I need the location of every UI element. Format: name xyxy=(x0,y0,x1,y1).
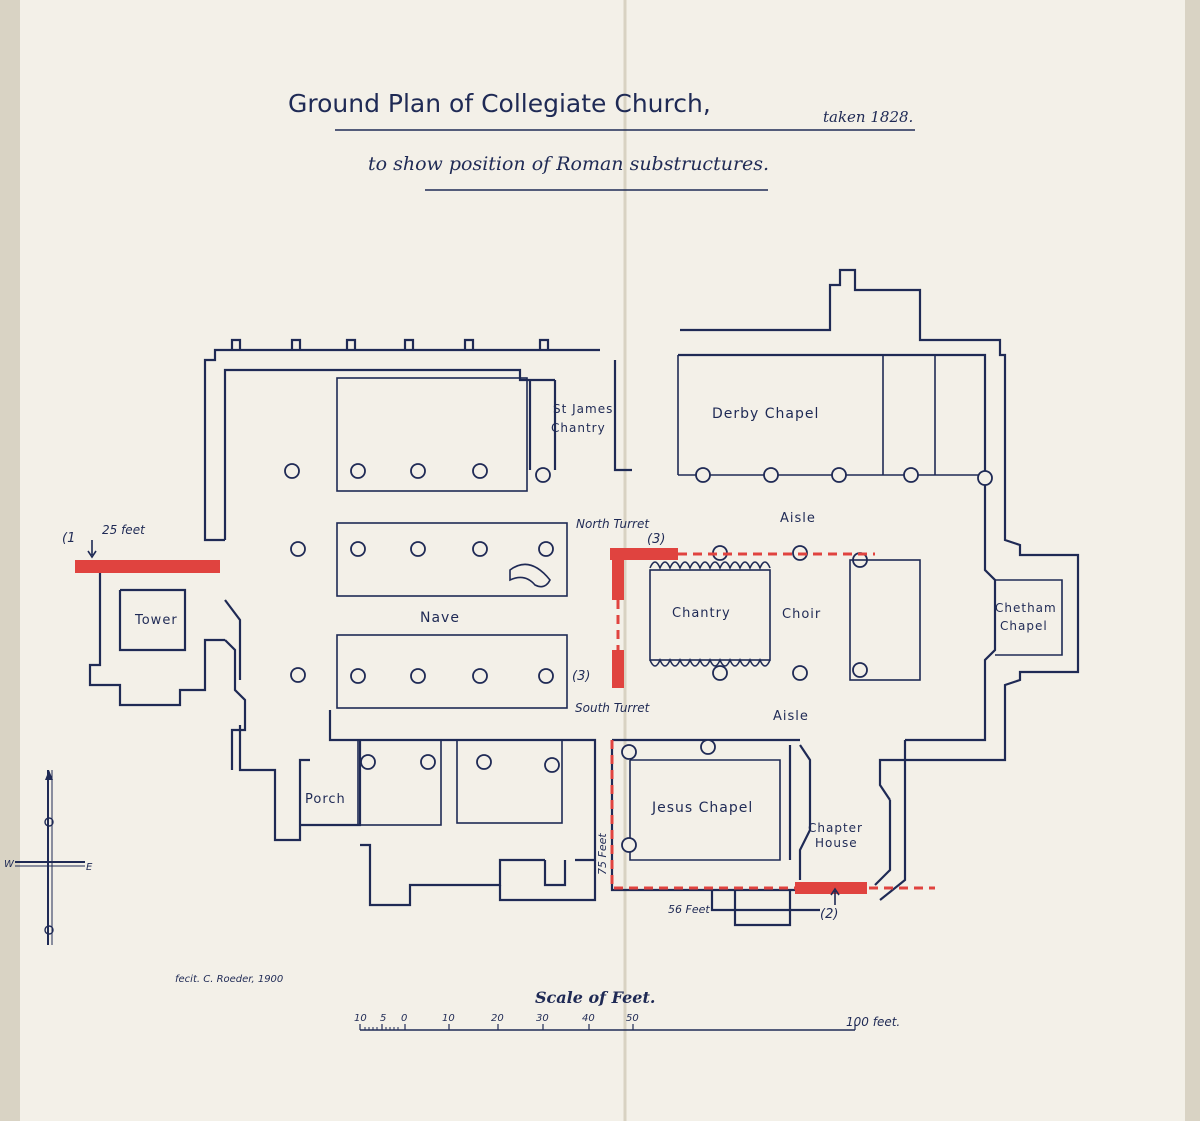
room-porch: Porch xyxy=(305,792,346,807)
marker-2-arrow xyxy=(830,887,840,905)
label-aisle-south: Aisle xyxy=(773,709,809,724)
scale-tick-50: 50 xyxy=(626,1013,639,1024)
dim-75-feet: 75 Feet xyxy=(596,833,609,875)
scale-tick-10a: 10 xyxy=(354,1013,367,1024)
nave-pews xyxy=(336,377,568,826)
scale-tick-10: 10 xyxy=(442,1013,455,1024)
room-chetham-1: Chetham xyxy=(995,601,1057,615)
room-chapter-house-1: Chapter xyxy=(808,821,863,835)
room-chetham-2: Chapel xyxy=(1000,619,1048,633)
compass-west: W xyxy=(4,859,15,870)
dim-56-feet: 56 Feet xyxy=(668,903,710,916)
room-chapter-house-2: House xyxy=(815,836,858,850)
marker-1-arrow xyxy=(87,540,97,559)
compass-rose xyxy=(15,770,85,945)
room-tower: Tower xyxy=(134,613,178,628)
subtitle: to show position of Roman substructures. xyxy=(368,153,769,175)
roman-line-south xyxy=(610,740,935,890)
scale-tick-0: 0 xyxy=(401,1013,407,1024)
scale-title: Scale of Feet. xyxy=(535,988,655,1007)
room-choir: Choir xyxy=(782,607,821,622)
compass-east: E xyxy=(86,862,93,873)
scale-end: 100 feet. xyxy=(846,1015,900,1029)
room-jesus-chapel: Jesus Chapel xyxy=(651,800,753,816)
title-taken: taken 1828. xyxy=(823,108,913,126)
room-nave: Nave xyxy=(420,610,460,626)
roman-wall-3-south xyxy=(612,650,624,688)
title-main: Ground Plan of Collegiate Church, xyxy=(288,89,711,118)
marker-3-south: (3) xyxy=(572,669,590,684)
choir-screens xyxy=(509,559,921,681)
marker-1: (1 xyxy=(62,531,75,546)
marker-2: (2) xyxy=(820,907,838,922)
marker-3-north: (3) xyxy=(647,532,665,547)
room-st-james: St James' xyxy=(553,402,618,416)
scale-tick-20: 20 xyxy=(491,1013,504,1024)
room-chantry: Chantry xyxy=(672,606,731,621)
roman-wall-3-north xyxy=(610,548,678,560)
label-aisle-north: Aisle xyxy=(780,511,816,526)
roman-substructures xyxy=(75,548,935,894)
outer-walls xyxy=(88,268,1080,927)
label-south-turret: South Turret xyxy=(575,701,651,715)
column-piers xyxy=(284,463,993,853)
label-north-turret: North Turret xyxy=(576,517,650,531)
room-st-james-chantry: Chantry xyxy=(551,421,606,435)
roman-wall-3-corner xyxy=(612,548,624,600)
room-derby-chapel: Derby Chapel xyxy=(712,406,819,422)
scale-bar xyxy=(359,1024,856,1031)
roman-wall-1 xyxy=(75,560,220,573)
scale-tick-30: 30 xyxy=(536,1013,549,1024)
credit-line: fecit. C. Roeder, 1900 xyxy=(175,974,283,985)
scale-tick-40: 40 xyxy=(582,1013,595,1024)
dim-25-feet: 25 feet xyxy=(102,523,146,537)
scale-tick-5: 5 xyxy=(380,1013,386,1024)
